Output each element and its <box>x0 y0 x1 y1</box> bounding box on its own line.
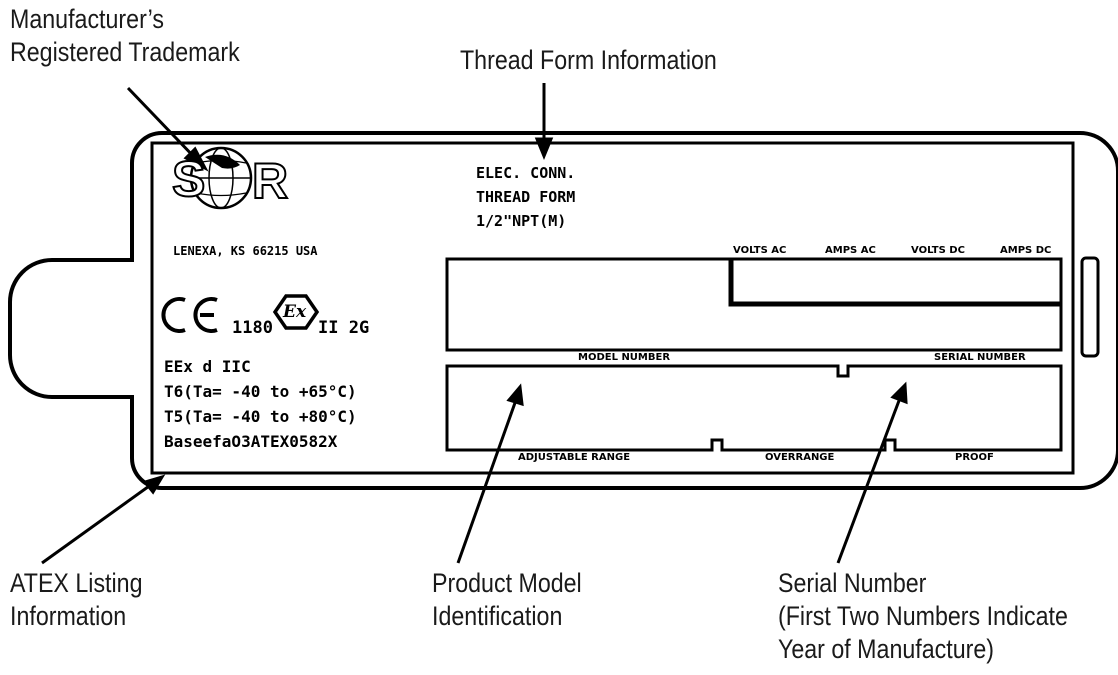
thread-line-3: 1/2"NPT(M) <box>476 212 567 230</box>
atex-line-1: EEx d IIC <box>164 357 251 376</box>
thread-line-2: THREAD FORM <box>476 188 576 206</box>
equipment-group: II 2G <box>318 318 370 338</box>
callout-trademark: Manufacturer’s Registered Trademark <box>10 3 240 69</box>
callout-product-model-line-2: Identification <box>432 601 563 631</box>
logo-letter-r: R <box>251 153 289 209</box>
lower-data-box <box>445 364 1063 452</box>
ex-hexagon <box>272 294 320 330</box>
callout-trademark-line-2: Registered Trademark <box>10 37 240 67</box>
callout-product-model: Product Model Identification <box>432 567 582 633</box>
header-volts-ac: VOLTS AC <box>733 245 787 256</box>
thread-line-1: ELEC. CONN. <box>476 164 576 182</box>
callout-thread-form: Thread Form Information <box>460 45 717 75</box>
header-amps-dc: AMPS DC <box>1000 245 1052 256</box>
callout-atex-line-2: Information <box>10 601 127 631</box>
serial-number-label: SERIAL NUMBER <box>934 352 1026 363</box>
callout-product-model-line-1: Product Model <box>432 568 582 598</box>
proof-label: PROOF <box>955 452 994 463</box>
plate-inner-border <box>150 141 1075 475</box>
plate-slot <box>1080 256 1100 358</box>
plate-outline <box>8 131 1118 490</box>
header-amps-ac: AMPS AC <box>825 245 876 256</box>
atex-line-4: BaseefaO3ATEX0582X <box>164 432 338 451</box>
atex-line-3: T5(Ta= -40 to +80°C) <box>164 407 357 426</box>
logo-letter-s: S <box>171 151 206 207</box>
callout-atex: ATEX Listing Information <box>10 567 143 633</box>
callout-serial-number: Serial Number (First Two Numbers Indicat… <box>778 567 1068 666</box>
callout-trademark-line-1: Manufacturer’s <box>10 4 165 34</box>
ce-mark-graphic <box>161 297 218 333</box>
sor-logo-graphic <box>189 146 253 210</box>
callout-atex-line-1: ATEX Listing <box>10 568 143 598</box>
manufacturer-address: LENEXA, KS 66215 USA <box>173 244 318 258</box>
model-number-label: MODEL NUMBER <box>578 352 671 363</box>
overrange-label: OVERRANGE <box>765 452 835 463</box>
adjustable-range-label: ADJUSTABLE RANGE <box>518 452 631 463</box>
ex-mark-text: Ex <box>283 302 307 322</box>
callout-serial-line-1: Serial Number <box>778 568 927 598</box>
ratings-box <box>728 259 1061 307</box>
callout-serial-line-3: Year of Manufacture) <box>778 634 994 664</box>
callout-serial-line-2: (First Two Numbers Indicate <box>778 601 1068 631</box>
notified-body-number: 1180 <box>232 318 273 338</box>
header-volts-dc: VOLTS DC <box>911 245 965 256</box>
callout-arrows <box>41 83 908 565</box>
atex-line-2: T6(Ta= -40 to +65°C) <box>164 382 357 401</box>
